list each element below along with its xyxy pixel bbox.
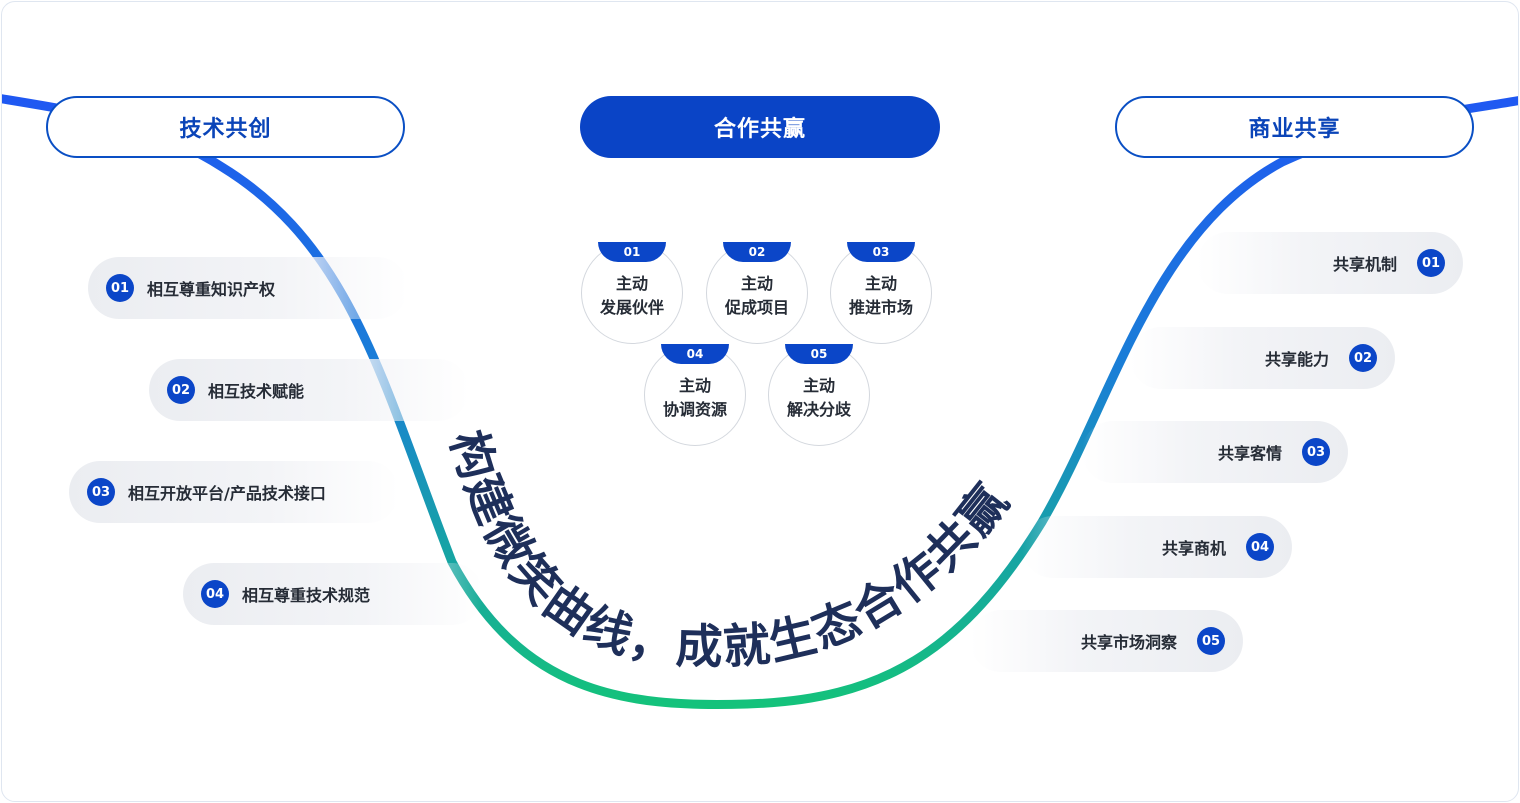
right-item-number: 03 bbox=[1302, 438, 1330, 466]
left-item-label: 相互技术赋能 bbox=[208, 382, 305, 401]
header-tech-cocreation: 技术共创 bbox=[46, 96, 405, 158]
circle-line1: 主动 bbox=[740, 274, 773, 293]
right-item-label: 共享商机 bbox=[1161, 539, 1226, 558]
slogan-text: 构建微笑曲线，成就生态合作共赢 bbox=[439, 424, 1021, 675]
circle-line1: 主动 bbox=[678, 376, 711, 395]
right-item-2: 共享能力 02 bbox=[1130, 327, 1395, 389]
left-item-number: 02 bbox=[167, 376, 195, 404]
circle-line2: 发展伙伴 bbox=[599, 298, 664, 317]
circle-number: 04 bbox=[661, 344, 729, 364]
circle-line2: 协调资源 bbox=[662, 400, 727, 419]
header-business-sharing: 商业共享 bbox=[1115, 96, 1474, 158]
circle-line2: 解决分歧 bbox=[786, 400, 851, 419]
left-item-3: 03 相互开放平台/产品技术接口 bbox=[69, 461, 399, 523]
left-item-number: 04 bbox=[201, 580, 229, 608]
left-item-1: 01 相互尊重知识产权 bbox=[88, 257, 408, 319]
right-item-label: 共享客情 bbox=[1217, 444, 1282, 463]
circle-number: 05 bbox=[785, 344, 853, 364]
center-circle-4: 04 主动 协调资源 bbox=[644, 344, 746, 446]
right-item-number: 01 bbox=[1417, 249, 1445, 277]
right-item-label: 共享机制 bbox=[1332, 255, 1397, 274]
right-item-4: 共享商机 04 bbox=[1022, 516, 1292, 578]
circle-number: 02 bbox=[723, 242, 791, 262]
right-item-number: 05 bbox=[1197, 627, 1225, 655]
circle-line1: 主动 bbox=[802, 376, 835, 395]
left-item-2: 02 相互技术赋能 bbox=[149, 359, 469, 421]
center-circle-2: 02 主动 促成项目 bbox=[706, 242, 808, 344]
center-circle-3: 03 主动 推进市场 bbox=[830, 242, 932, 344]
left-item-label: 相互尊重知识产权 bbox=[147, 280, 276, 299]
right-item-1: 共享机制 01 bbox=[1197, 232, 1463, 294]
circle-line2: 促成项目 bbox=[724, 298, 789, 317]
circle-line1: 主动 bbox=[864, 274, 897, 293]
left-item-label: 相互开放平台/产品技术接口 bbox=[128, 484, 326, 503]
left-item-4: 04 相互尊重技术规范 bbox=[183, 563, 483, 625]
right-item-label: 共享能力 bbox=[1264, 350, 1329, 369]
right-item-5: 共享市场洞察 05 bbox=[970, 610, 1243, 672]
right-item-number: 04 bbox=[1246, 533, 1274, 561]
right-item-3: 共享客情 03 bbox=[1082, 421, 1348, 483]
left-item-number: 01 bbox=[106, 274, 134, 302]
circle-line2: 推进市场 bbox=[848, 298, 913, 317]
center-circle-1: 01 主动 发展伙伴 bbox=[581, 242, 683, 344]
circle-number: 03 bbox=[847, 242, 915, 262]
circle-line1: 主动 bbox=[615, 274, 648, 293]
left-item-number: 03 bbox=[87, 478, 115, 506]
left-item-label: 相互尊重技术规范 bbox=[242, 586, 371, 605]
center-circle-5: 05 主动 解决分歧 bbox=[768, 344, 870, 446]
right-item-label: 共享市场洞察 bbox=[1080, 633, 1177, 652]
right-item-number: 02 bbox=[1349, 344, 1377, 372]
circle-number: 01 bbox=[598, 242, 666, 262]
slogan-textpath: 构建微笑曲线，成就生态合作共赢 bbox=[439, 424, 1019, 675]
header-cooperation-win: 合作共赢 bbox=[580, 96, 940, 158]
